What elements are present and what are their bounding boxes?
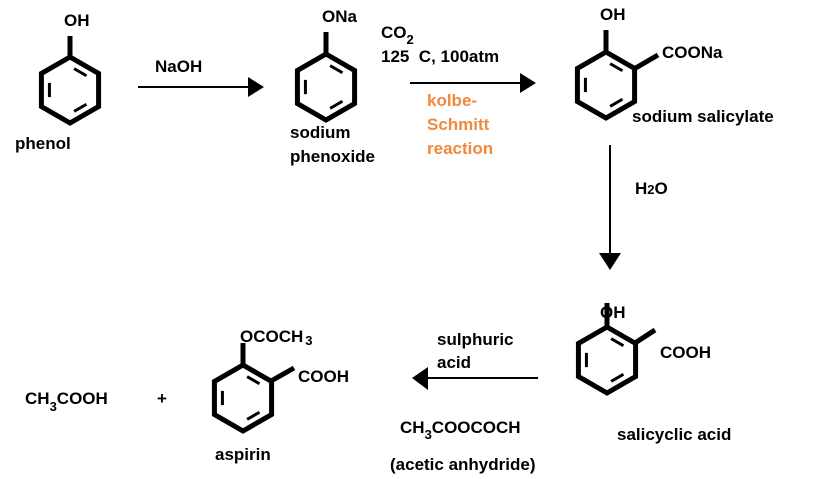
arrowhead-naoh [248, 77, 264, 97]
h2-subscript: 2 [647, 182, 654, 197]
salicylic-double-bond [610, 337, 625, 348]
aspirin-group-cooh: COOH [298, 367, 349, 386]
phenoxide-double-bond [329, 99, 344, 110]
anhydride-formula: CH3COOCOCH [400, 418, 521, 442]
arrowhead-kolbe [520, 73, 536, 93]
cooh-text: COOH [57, 389, 108, 408]
kolbe-name-2: Schmitt [427, 115, 490, 134]
arrowhead-acetylation [412, 367, 428, 390]
naoh-reagent: NaOH [155, 57, 202, 76]
phenoxide-label-1: sodium [290, 123, 350, 142]
substituent-bonds [67, 30, 660, 384]
co2-text: CO [381, 23, 407, 42]
kolbe-conditions: 125 C, 100atm [381, 47, 499, 66]
arrowhead-hydrolysis [599, 253, 621, 270]
catalyst-line-1: sulphuric [437, 330, 514, 349]
phenoxide-benzene-ring [294, 51, 358, 123]
salicylate-group-oh: OH [600, 5, 626, 24]
phenol-double-bond [73, 67, 88, 78]
kolbe-name-1: kolbe- [427, 91, 477, 110]
phenol-benzene-ring [38, 54, 102, 126]
salicylic-double-bond [610, 372, 625, 383]
salicylic-group-oh: OH [600, 303, 626, 322]
phenol-label: phenol [15, 134, 71, 153]
plus-sign: + [157, 389, 167, 408]
coococh-text: COOCOCH [432, 418, 521, 437]
arrows [138, 82, 611, 379]
salicylic-label: salicyclic acid [617, 425, 731, 444]
anhydride-name: (acetic anhydride) [390, 455, 536, 474]
salicylate-group-coona: COONa [662, 43, 723, 62]
co2-reagent: CO2 [381, 23, 414, 47]
salicylate-double-bond [609, 97, 624, 108]
aspirin-double-bond [246, 375, 261, 386]
ch3-subscript: 3 [425, 427, 432, 442]
phenoxide-double-bond [329, 64, 344, 75]
acetic-acid: CH3COOH [25, 389, 108, 414]
kolbe-name-3: reaction [427, 139, 493, 158]
h-text: H [635, 179, 647, 198]
salicylic-cooh-bond [633, 327, 657, 346]
ch-text: CH [400, 418, 425, 437]
phenol-double-bond [73, 102, 88, 113]
water-reagent: H2O [635, 179, 668, 198]
phenol-group: OH [64, 11, 90, 30]
co2-subscript: 2 [407, 32, 414, 47]
ococh-text: OCOCH [240, 327, 303, 346]
salicylate-coona-bond [632, 52, 660, 72]
phenoxide-label-2: phenoxide [290, 147, 375, 166]
o-text: O [655, 179, 668, 198]
salicylic-group-cooh: COOH [660, 343, 711, 362]
aspirin-double-bond [246, 410, 261, 421]
phenoxide-group: ONa [322, 7, 358, 26]
aspirin-cooh-bond [269, 365, 296, 384]
salicylate-label: sodium salicylate [632, 107, 774, 126]
ococh3-subscript: 3 [305, 333, 312, 348]
catalyst-line-2: acid [437, 353, 471, 372]
ch-text: CH [25, 389, 50, 408]
ch3-subscript: 3 [50, 399, 57, 414]
aspirin-label: aspirin [215, 445, 271, 464]
salicylate-double-bond [609, 62, 624, 73]
